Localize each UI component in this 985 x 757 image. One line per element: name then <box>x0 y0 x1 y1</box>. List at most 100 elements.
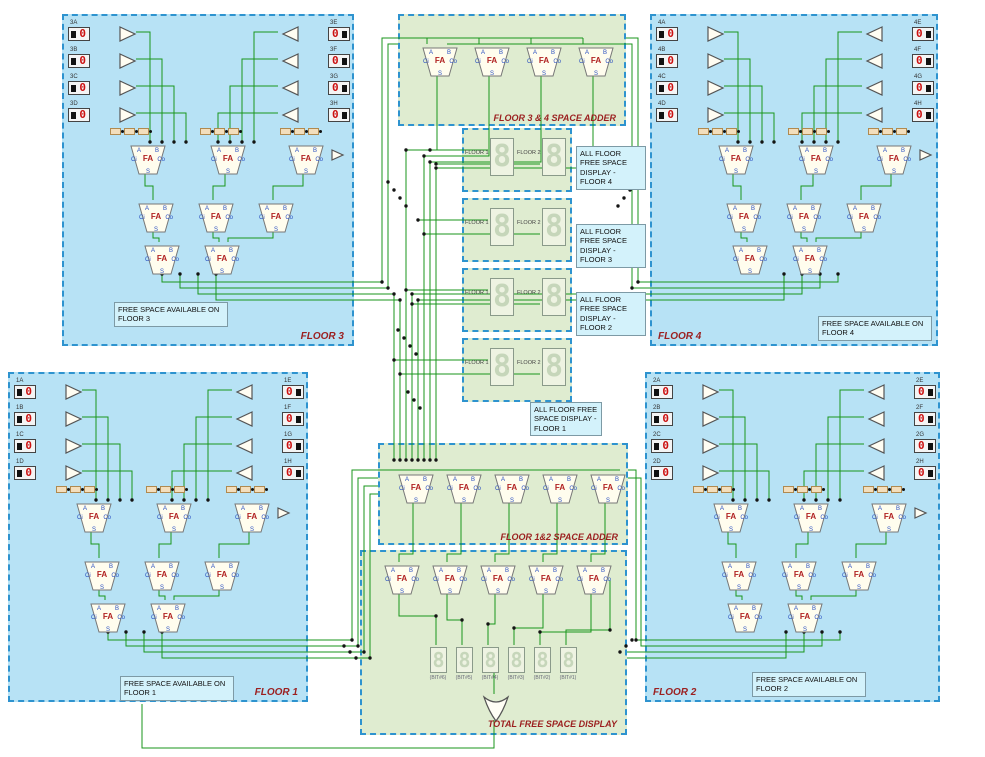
fa-pin-label: B <box>870 206 875 212</box>
switch-toggle[interactable] <box>296 389 301 396</box>
segment-value: 8 <box>544 349 564 384</box>
switch-value: 0 <box>916 81 923 94</box>
switch-value: 0 <box>25 439 32 452</box>
switch-value: 0 <box>79 54 86 67</box>
switch-toggle[interactable] <box>296 416 301 423</box>
switch-toggle[interactable] <box>342 112 347 119</box>
switch-toggle[interactable] <box>654 416 659 423</box>
switch-toggle[interactable] <box>654 389 659 396</box>
switch-value: 0 <box>662 385 669 398</box>
fa-label: FA <box>102 612 114 621</box>
display-digit-label: FLOOR 1 <box>465 360 489 366</box>
switch-toggle[interactable] <box>659 112 664 119</box>
switch-toggle[interactable] <box>926 31 931 38</box>
switch-toggle[interactable] <box>928 470 933 477</box>
fa-pin-label: A <box>211 564 216 570</box>
switch-toggle[interactable] <box>659 85 664 92</box>
switch-toggle[interactable] <box>17 416 22 423</box>
switch-toggle[interactable] <box>342 85 347 92</box>
switch-body: 0 <box>912 81 934 95</box>
switch-toggle[interactable] <box>17 470 22 477</box>
fa-pin-label: A <box>585 50 590 56</box>
segment-value: 8 <box>492 139 512 174</box>
fa-pin-label: Ci <box>872 515 878 521</box>
switch-toggle[interactable] <box>342 31 347 38</box>
switch-toggle[interactable] <box>654 443 659 450</box>
wire-junction-dot <box>402 336 406 340</box>
switch-body: 0 <box>651 439 673 453</box>
switch-toggle[interactable] <box>928 416 933 423</box>
switch-toggle[interactable] <box>71 112 76 119</box>
fa-pin-label: Ci <box>727 215 733 221</box>
switch-toggle[interactable] <box>928 443 933 450</box>
wire-junction-dot <box>732 488 735 491</box>
switch-toggle[interactable] <box>71 85 76 92</box>
fa-pin-label: S <box>796 585 801 591</box>
constant-box <box>783 486 794 493</box>
switch-toggle[interactable] <box>296 443 301 450</box>
switch-toggle[interactable] <box>71 58 76 65</box>
buffer-gate-icon <box>706 79 726 102</box>
switch-toggle[interactable] <box>928 389 933 396</box>
fa-pin-label: Co <box>813 215 821 221</box>
switch-toggle[interactable] <box>926 58 931 65</box>
wire-junction-dot <box>404 204 408 208</box>
switch-toggle[interactable] <box>659 58 664 65</box>
constant-box <box>712 128 723 135</box>
switch-toggle[interactable] <box>71 31 76 38</box>
buffer-gate-icon <box>118 25 138 48</box>
switch-toggle[interactable] <box>654 470 659 477</box>
buffer-gate-icon <box>701 464 721 487</box>
switch-toggle[interactable] <box>926 85 931 92</box>
constant-box <box>896 128 907 135</box>
switch-toggle[interactable] <box>659 31 664 38</box>
switch-toggle[interactable] <box>296 470 301 477</box>
switch-toggle[interactable] <box>342 58 347 65</box>
wire-junction-dot <box>616 204 620 208</box>
fa-pin-label: S <box>145 169 150 175</box>
wire-junction-dot <box>95 488 98 491</box>
constant-box <box>124 128 135 135</box>
fa-label: FA <box>216 570 228 579</box>
switch-toggle[interactable] <box>17 443 22 450</box>
switch-toggle[interactable] <box>17 389 22 396</box>
switch-toggle[interactable] <box>926 112 931 119</box>
